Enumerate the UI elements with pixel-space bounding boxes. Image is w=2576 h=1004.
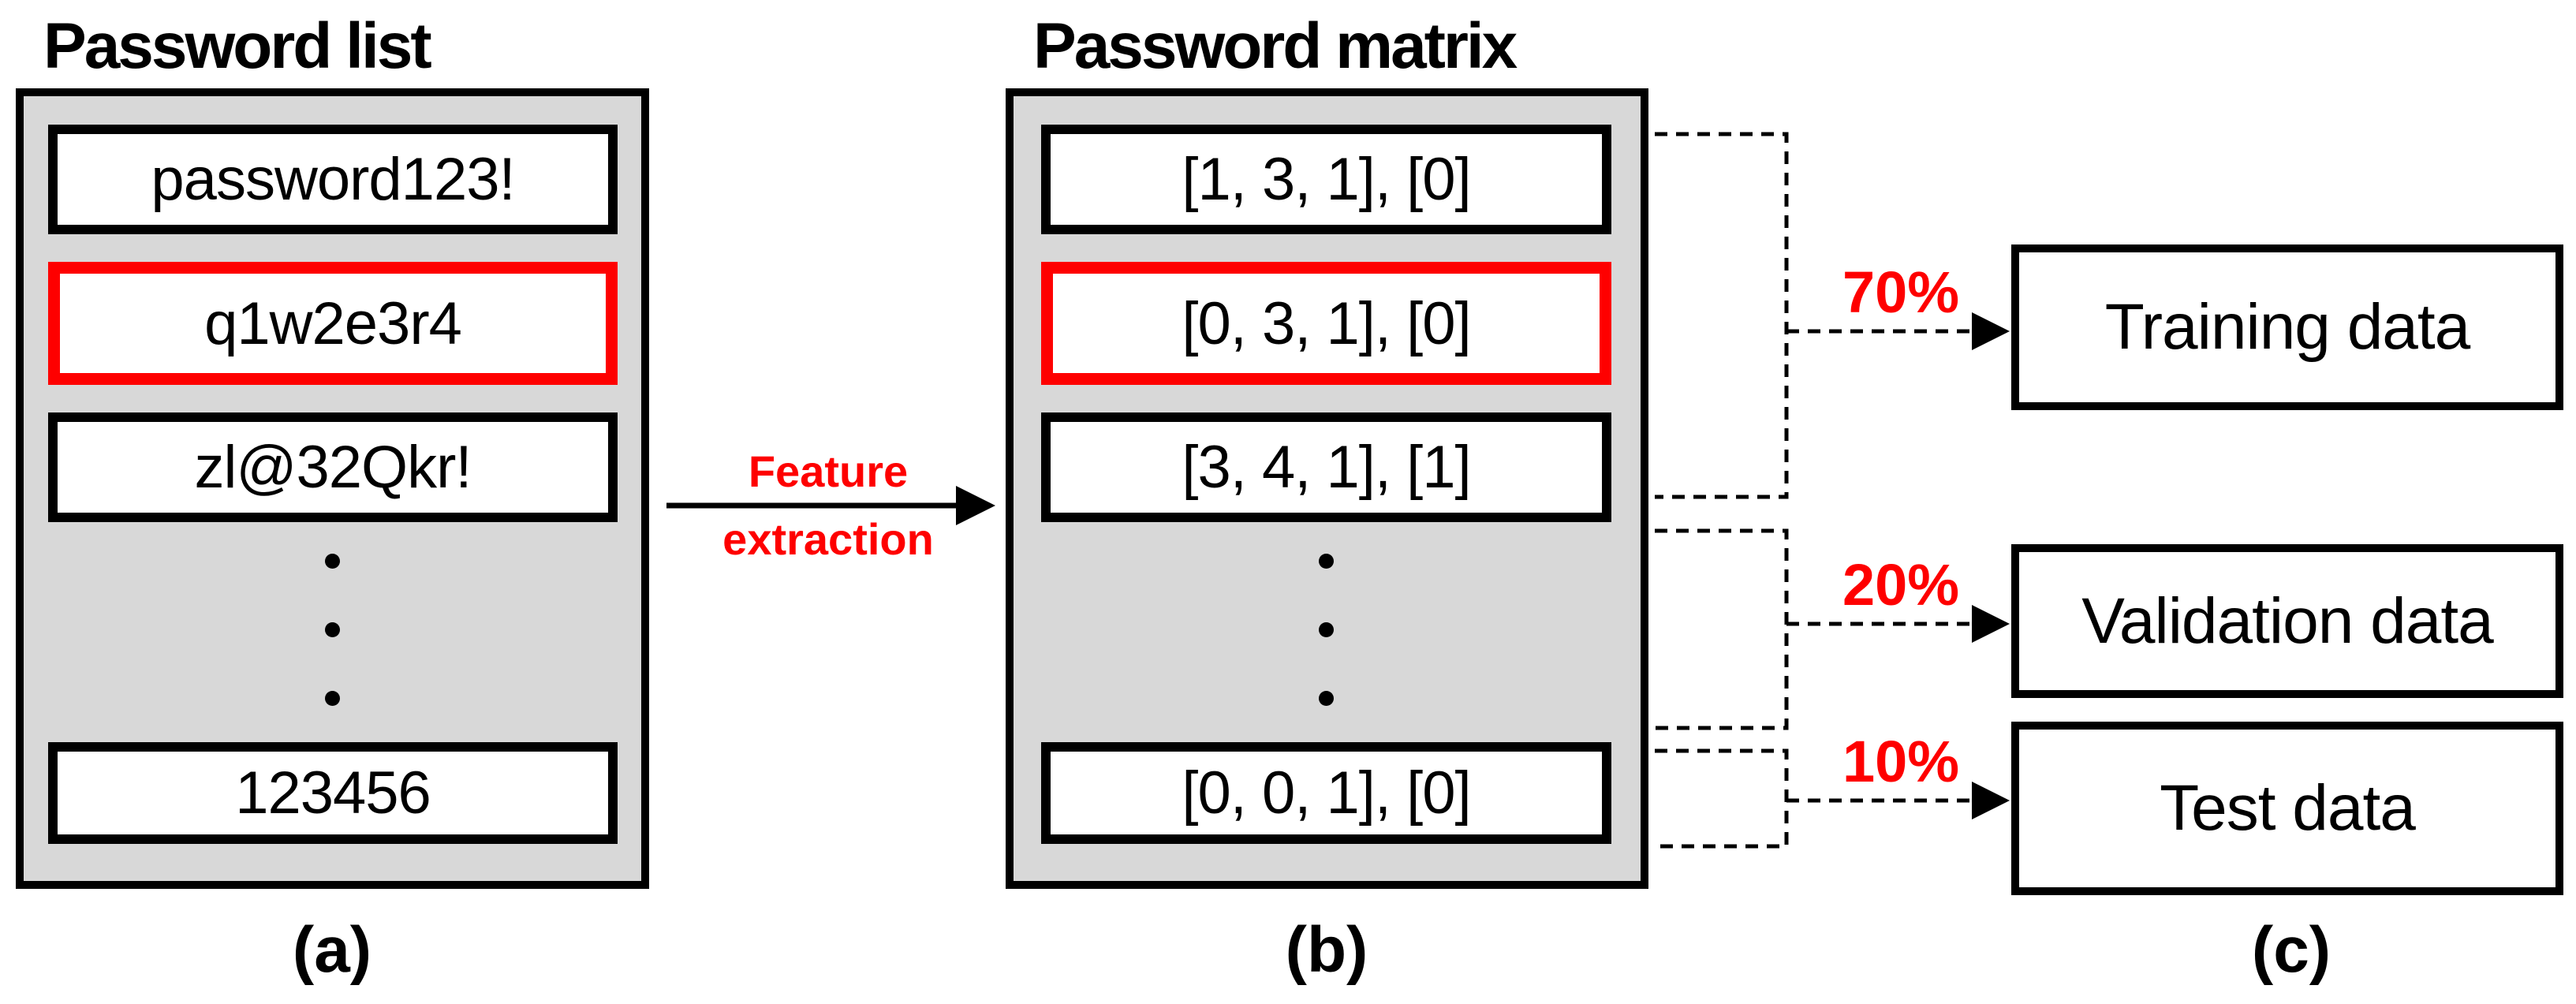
password-item-text: password123! [151, 146, 515, 213]
panel-b-label: (b) [1285, 914, 1368, 986]
arrowhead-training [1972, 312, 2010, 350]
ellipsis-dot [1319, 554, 1334, 569]
matrix-row: [3, 4, 1], [1] [1041, 412, 1611, 522]
matrix-row-text: [1, 3, 1], [0] [1182, 146, 1471, 213]
password-item: 123456 [48, 742, 618, 844]
validation-data-label: Validation data [2081, 584, 2493, 657]
split-percent-test: 10% [1842, 729, 1960, 794]
split-percent-training: 70% [1842, 259, 1960, 325]
ellipsis-dot [325, 691, 340, 706]
bracket-test [1655, 748, 1981, 849]
ellipsis-dot [325, 554, 340, 569]
feature-extraction-label: Feature extraction [663, 438, 994, 573]
arrowhead-test [1972, 782, 2010, 819]
panel-c-label: (c) [2251, 914, 2331, 986]
feature-extraction-arrow [666, 486, 995, 525]
feature-extraction-line2: extraction [722, 514, 934, 564]
ellipsis-dot [325, 622, 340, 637]
bracket-validation [1655, 528, 1981, 730]
split-percent-validation: 20% [1842, 552, 1960, 618]
matrix-row: [1, 3, 1], [0] [1041, 125, 1611, 234]
feature-extraction-line1: Feature [748, 446, 909, 496]
matrix-row-highlighted: [0, 3, 1], [0] [1041, 262, 1611, 385]
training-data-label: Training data [2104, 291, 2471, 363]
password-item-highlighted: q1w2e3r4 [48, 262, 618, 385]
test-data-label: Test data [2160, 772, 2416, 844]
ellipsis-dot [1319, 691, 1334, 706]
password-item-text: q1w2e3r4 [204, 289, 462, 357]
matrix-row-text: [0, 0, 1], [0] [1182, 760, 1471, 827]
password-item-text: zl@32Qkr! [194, 434, 472, 501]
matrix-row: [0, 0, 1], [0] [1041, 742, 1611, 844]
training-data-box: Training data [2011, 244, 2563, 410]
bracket-training [1655, 132, 1981, 499]
password-item: password123! [48, 125, 618, 234]
password-item-text: 123456 [235, 760, 431, 827]
password-list-title: Password list [43, 10, 432, 82]
panel-a-label: (a) [292, 914, 372, 986]
matrix-row-text: [0, 3, 1], [0] [1182, 289, 1471, 357]
validation-data-box: Validation data [2011, 544, 2563, 698]
matrix-row-text: [3, 4, 1], [1] [1182, 434, 1471, 501]
ellipsis-dot [1319, 622, 1334, 637]
test-data-box: Test data [2011, 722, 2563, 895]
password-item: zl@32Qkr! [48, 412, 618, 522]
arrowhead-validation [1972, 605, 2010, 643]
password-matrix-title: Password matrix [1033, 10, 1518, 82]
